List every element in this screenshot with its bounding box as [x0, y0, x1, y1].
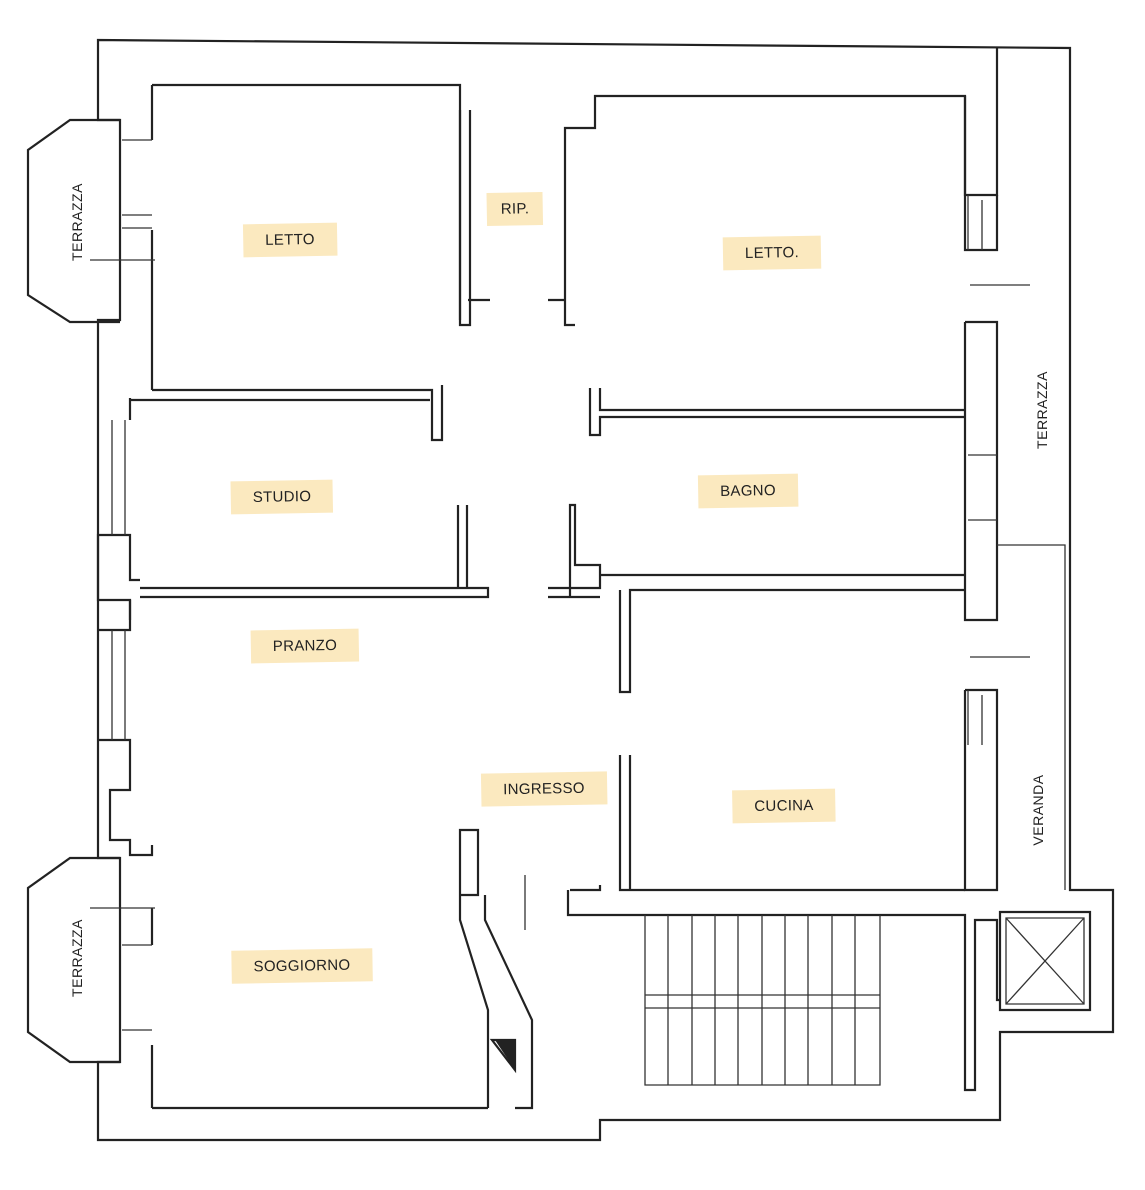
outer-wall: [96, 38, 1115, 1142]
label-terrazza-bottom-left: TERRAZZA: [69, 919, 85, 997]
room-label-studio: STUDIO: [230, 479, 334, 515]
terrazza-top-left-outline: [26, 118, 120, 324]
inner-wall: [128, 48, 999, 620]
room-label-letto: LETTO: [242, 222, 338, 258]
room-label-ripostiglio: RIP.: [486, 192, 544, 226]
room-label-letto-2: LETTO.: [722, 235, 822, 271]
room-label-soggiorno: SOGGIORNO: [231, 948, 373, 984]
room-label-cucina: CUCINA: [732, 788, 836, 824]
label-veranda: VERANDA: [1030, 774, 1046, 846]
terrazza-bottom-left-outline: [26, 856, 120, 1064]
room-label-pranzo: PRANZO: [250, 628, 360, 664]
room-label-bagno: BAGNO: [697, 473, 799, 509]
label-terrazza-top-left: TERRAZZA: [69, 183, 85, 261]
label-terrazza-right: TERRAZZA: [1034, 371, 1050, 449]
room-label-ingresso: INGRESSO: [480, 771, 608, 807]
